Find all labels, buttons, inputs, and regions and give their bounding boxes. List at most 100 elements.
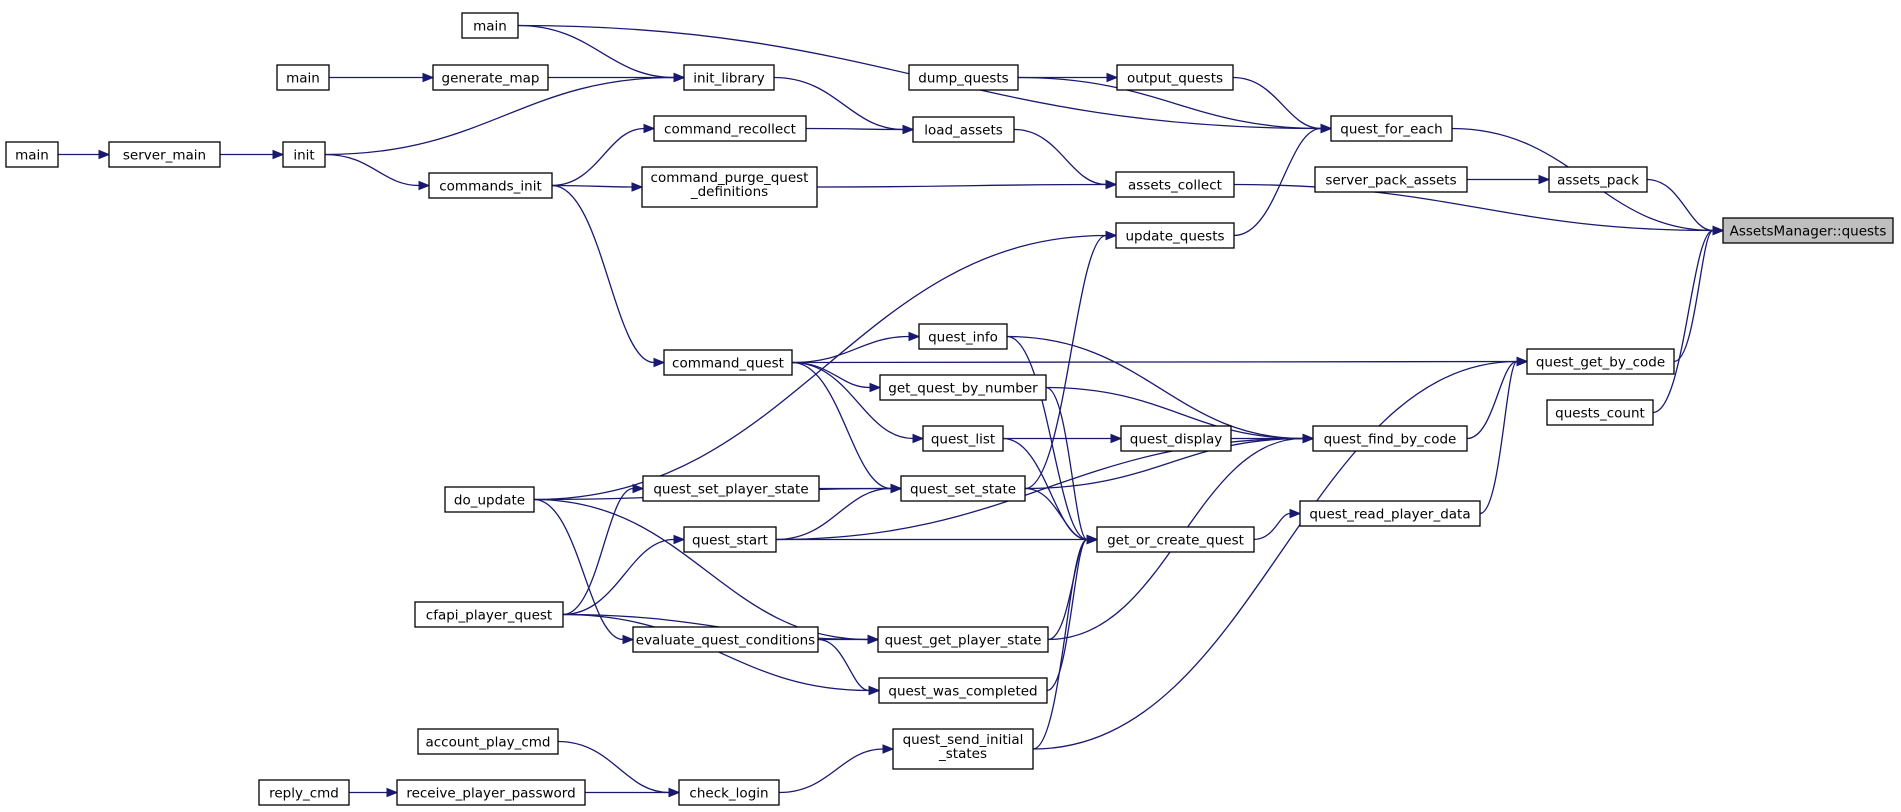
node-command-recollect[interactable]: command_recollect — [653, 115, 807, 142]
edge-quest-list-to-quest-display — [1002, 433, 1123, 444]
edge-main-left-to-server-main — [58, 149, 111, 160]
node-init[interactable]: init — [282, 141, 326, 168]
node-box — [1120, 425, 1232, 452]
node-dump-quests[interactable]: dump_quests — [908, 64, 1019, 91]
node-label: assets_pack — [1557, 173, 1639, 189]
node-quest-get-by-code[interactable]: quest_get_by_code — [1526, 348, 1675, 375]
node-label: quest_read_player_data — [1309, 507, 1470, 523]
node-box — [1116, 64, 1234, 91]
node-box — [461, 12, 519, 39]
node-quest-set-state[interactable]: quest_set_state — [900, 475, 1026, 502]
node-do-update[interactable]: do_update — [444, 486, 535, 513]
node-load-assets[interactable]: load_assets — [912, 116, 1015, 143]
node-label: quest_get_player_state — [885, 633, 1042, 649]
node-quest-was-completed[interactable]: quest_was_completed — [878, 677, 1048, 704]
node-label: dump_quests — [918, 71, 1008, 87]
node-check-login[interactable]: check_login — [678, 779, 780, 806]
node-server-pack-assets[interactable]: server_pack_assets — [1314, 166, 1468, 193]
node-box — [683, 64, 775, 91]
edge-receive-player-password-to-check-login — [585, 787, 681, 798]
edge-quest-start-to-quest-set-state — [775, 483, 903, 541]
edge-quest-find-by-code-to-quest-get-by-code — [1466, 356, 1529, 440]
node-box — [1096, 526, 1255, 553]
node-label: quest_set_state — [910, 482, 1016, 498]
node-quest-read-player-data[interactable]: quest_read_player_data — [1299, 500, 1481, 527]
node-reply-cmd[interactable]: reply_cmd — [258, 779, 350, 806]
edge-quest-read-player-data-to-quest-get-by-code — [1479, 356, 1529, 515]
node-label: reply_cmd — [269, 786, 339, 802]
edge-commands-init-to-command-quest — [551, 184, 666, 368]
node-box — [912, 116, 1015, 143]
edge-quest-get-by-code-to-root — [1673, 225, 1725, 363]
node-box — [417, 728, 559, 755]
node-box — [900, 475, 1026, 502]
node-box — [1330, 115, 1453, 142]
node-cfapi-player-quest[interactable]: cfapi_player_quest — [414, 601, 564, 628]
node-label: quest_was_completed — [888, 684, 1037, 700]
edge-command-quest-to-get-quest-by-number — [791, 361, 882, 393]
node-generate-map[interactable]: generate_map — [432, 64, 549, 91]
node-output-quests[interactable]: output_quests — [1116, 64, 1234, 91]
node-quest-set-player-state[interactable]: quest_set_player_state — [642, 475, 820, 502]
node-root[interactable]: AssetsManager::quests — [1722, 217, 1894, 244]
node-command-purge[interactable]: command_purge_quest_definitions — [641, 166, 818, 208]
node-main-mid[interactable]: main — [276, 64, 330, 91]
node-label: main — [15, 148, 49, 164]
node-box — [878, 677, 1048, 704]
node-box — [892, 728, 1034, 770]
node-box — [1546, 399, 1654, 426]
node-label: AssetsManager::quests — [1730, 224, 1887, 240]
node-box — [258, 779, 350, 806]
node-command-quest[interactable]: command_quest — [663, 349, 793, 376]
edge-command-quest-to-quest-get-by-code — [791, 356, 1529, 367]
node-get-or-create-quest[interactable]: get_or_create_quest — [1096, 526, 1255, 553]
node-label: quest_get_by_code — [1536, 355, 1665, 371]
node-label: output_quests — [1127, 71, 1223, 87]
node-box — [414, 601, 564, 628]
node-main-top[interactable]: main — [461, 12, 519, 39]
edge-cfapi-player-quest-to-quest-start — [562, 534, 686, 616]
node-label: update_quests — [1125, 229, 1224, 245]
edge-init-to-init-library — [324, 72, 686, 156]
edge-command-recollect-to-load-assets — [805, 124, 915, 135]
node-server-main[interactable]: server_main — [108, 141, 221, 168]
node-receive-player-password[interactable]: receive_player_password — [396, 779, 586, 806]
node-box — [641, 166, 818, 208]
node-label: command_recollect — [664, 122, 796, 138]
node-update-quests[interactable]: update_quests — [1115, 222, 1235, 249]
node-label: check_login — [689, 786, 768, 802]
node-quest-send-initial-states[interactable]: quest_send_initial_states — [892, 728, 1034, 770]
node-assets-pack[interactable]: assets_pack — [1548, 166, 1648, 193]
node-box — [282, 141, 326, 168]
edge-update-quests-to-quest-for-each — [1233, 123, 1333, 237]
node-quest-find-by-code[interactable]: quest_find_by_code — [1312, 425, 1468, 452]
node-main-left[interactable]: main — [5, 141, 59, 168]
node-box — [1312, 425, 1468, 452]
node-commands-init[interactable]: commands_init — [428, 172, 553, 199]
node-label: quests_count — [1555, 406, 1645, 422]
node-quest-display[interactable]: quest_display — [1120, 425, 1232, 452]
node-assets-collect[interactable]: assets_collect — [1115, 171, 1235, 198]
node-label: account_play_cmd — [425, 735, 550, 751]
node-get-quest-by-number[interactable]: get_quest_by_number — [879, 374, 1047, 401]
node-quest-start[interactable]: quest_start — [683, 526, 777, 553]
node-label: assets_collect — [1128, 178, 1222, 194]
node-box — [642, 475, 820, 502]
node-label: server_main — [123, 148, 206, 164]
node-label: quest_for_each — [1340, 122, 1442, 138]
node-label: cfapi_player_quest — [426, 608, 552, 624]
node-quest-info[interactable]: quest_info — [918, 323, 1008, 350]
node-quests-count[interactable]: quests_count — [1546, 399, 1654, 426]
node-quest-list[interactable]: quest_list — [922, 425, 1004, 452]
node-quest-get-player-state[interactable]: quest_get_player_state — [877, 626, 1049, 653]
edge-quest-set-state-to-get-or-create-quest — [1024, 487, 1099, 545]
node-account-play-cmd[interactable]: account_play_cmd — [417, 728, 559, 755]
node-quest-for-each[interactable]: quest_for_each — [1330, 115, 1453, 142]
node-box — [1115, 171, 1235, 198]
node-label: receive_player_password — [406, 786, 575, 802]
node-init-library[interactable]: init_library — [683, 64, 775, 91]
node-box — [1314, 166, 1468, 193]
node-evaluate-quest-conditions[interactable]: evaluate_quest_conditions — [632, 626, 819, 653]
node-label: quest_find_by_code — [1324, 432, 1457, 448]
edge-do-update-to-evaluate-quest-conditions — [533, 498, 635, 645]
